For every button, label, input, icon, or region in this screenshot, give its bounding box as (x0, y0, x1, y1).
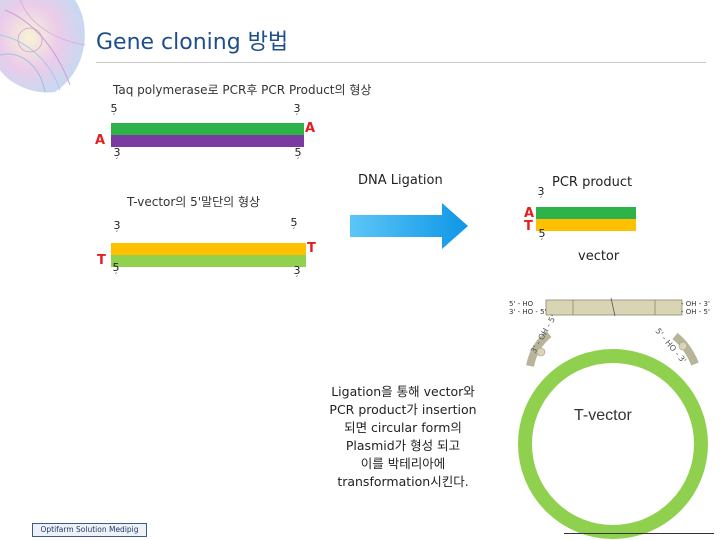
tvector-top-strand (111, 243, 306, 255)
title-divider (96, 62, 706, 63)
pcr-a-overhang-left: A (95, 133, 106, 148)
tvector-left-bottom-end: 5 ′ (109, 262, 123, 282)
ligation-description: Ligation을 통해 vector와 PCR product가 insert… (318, 383, 488, 491)
plasmid-label: T-vector (574, 407, 632, 424)
tvector-right-bottom-number: 3 (293, 264, 301, 277)
pcr-bottom-strand (111, 135, 304, 147)
plasmid-top-left-line-1: 5' - HO (509, 300, 534, 308)
description-line: Plasmid가 형성 되고 (345, 438, 461, 453)
prime-mark: ′ (112, 113, 116, 123)
plasmid-top-right-line-2: - OH - 5' (681, 308, 710, 316)
tvector-left-bottom-number: 5 (112, 261, 120, 274)
prime-mark: ′ (295, 113, 299, 123)
prime-mark: ′ (115, 157, 119, 167)
pcr-left-bottom-end: 3 ′ (110, 147, 124, 167)
tvector-right-bottom-end: 3 ′ (290, 265, 304, 285)
pcr-left-bottom-number: 3 (113, 146, 121, 159)
tvector-bottom-strand (111, 255, 306, 267)
prime-mark: ′ (296, 157, 300, 167)
result-a-letter: A (524, 206, 535, 221)
result-pcr-strand (536, 207, 636, 219)
vector-label: vector (578, 249, 620, 264)
pcr-product-caption: Taq polymerase로 PCR후 PCR Product의 형상 (113, 83, 372, 97)
ligation-arrow-icon (350, 203, 468, 249)
prime-mark: ′ (115, 230, 119, 240)
plasmid-top-left-line-2: 3' - HO - 5' (509, 308, 547, 316)
result-vector-strand (536, 219, 636, 231)
tvector-caption: T-vector의 5'말단의 형상 (127, 195, 261, 209)
plasmid-top-left-text: 5' - HO 3' - HO - 5' (509, 300, 546, 316)
pcr-right-bottom-number: 5 (294, 146, 302, 159)
pcr-product-label: PCR product (552, 175, 633, 190)
result-top-end: 3 ′ (534, 186, 548, 206)
pcr-top-strand (111, 123, 304, 135)
prime-mark: ′ (295, 275, 299, 285)
result-top-number: 3 (537, 185, 545, 198)
footer-brand: Optifarm Solution Medipig (32, 523, 147, 537)
pcr-right-top-number: 3 (293, 102, 301, 115)
tvector-right-top-number: 5 (290, 216, 298, 229)
pcr-right-bottom-end: 5 ′ (291, 147, 305, 167)
description-line: Ligation을 통해 vector와 (331, 384, 475, 399)
result-t-letter: T (524, 219, 533, 234)
tvector-left-top-end: 3 ′ (110, 220, 124, 240)
pcr-left-top-end: 5 ′ (107, 103, 121, 123)
prime-mark: ′ (539, 196, 543, 206)
prime-mark: ′ (540, 238, 544, 248)
result-bottom-end: 5 ′ (535, 228, 549, 248)
tvector-left-top-number: 3 (113, 219, 121, 232)
description-line: transformation시킨다. (337, 474, 469, 489)
prime-mark: ′ (114, 272, 118, 282)
tvector-right-top-end: 5 ′ (287, 217, 301, 237)
plasmid-top-right-line-1: - OH - 3' (681, 300, 710, 308)
corner-decoration-graphic (0, 0, 86, 93)
tvector-t-overhang-left: T (97, 253, 106, 268)
pcr-a-overhang-right: A (305, 121, 316, 136)
page-title: Gene cloning 방법 (96, 30, 289, 55)
result-bottom-number: 5 (538, 227, 546, 240)
pcr-right-top-end: 3 ′ (290, 103, 304, 123)
t-vector-plasmid-diagram: 3' - OH - 5' 5' - HO - 3' (518, 297, 708, 539)
tvector-t-overhang-right: T (307, 241, 316, 256)
plasmid-bottom-rule (564, 533, 714, 534)
description-line: 되면 circular form의 (344, 420, 462, 435)
description-line: 이를 박테리아에 (360, 456, 446, 471)
pcr-left-top-number: 5 (110, 102, 118, 115)
prime-mark: ′ (292, 227, 296, 237)
dna-ligation-label: DNA Ligation (358, 173, 443, 188)
description-line: PCR product가 insertion (329, 402, 477, 417)
plasmid-top-right-text: - OH - 3' - OH - 5' (681, 300, 710, 316)
